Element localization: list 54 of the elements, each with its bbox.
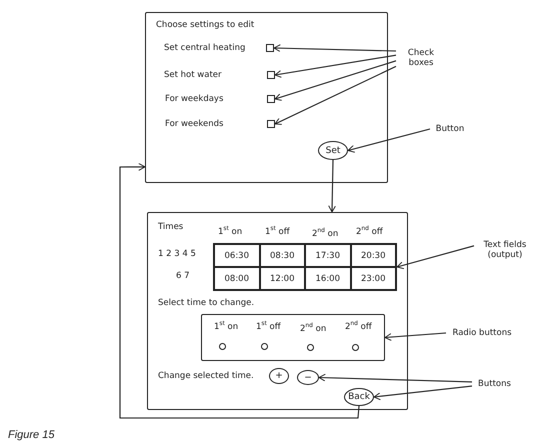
annotation-text: Button xyxy=(436,124,464,134)
checkbox xyxy=(267,120,275,128)
arrow xyxy=(374,386,472,400)
text-field: 20:30 xyxy=(350,244,396,267)
arrow xyxy=(328,160,336,212)
instruction-text: Select time to change. xyxy=(158,299,254,308)
text-field: 06:30 xyxy=(214,244,260,267)
arrow xyxy=(384,332,446,341)
instruction-text: Change selected time. xyxy=(158,372,254,382)
annotation-text: Check boxes xyxy=(406,48,436,68)
heading: Times xyxy=(158,223,184,232)
row-label: 1 2 3 4 5 xyxy=(158,250,196,260)
back-button: Back xyxy=(344,388,374,406)
option-label: Set central heating xyxy=(164,44,246,54)
column-header: 2$^{nd}$ off xyxy=(345,321,372,332)
text-field: 17:30 xyxy=(305,244,350,267)
arrow xyxy=(119,162,360,419)
column-header: 1$^{st}$ on xyxy=(218,226,242,238)
column-header: 1$^{st}$ off xyxy=(256,321,281,332)
arrow xyxy=(274,44,396,52)
option-label: For weekends xyxy=(165,120,224,130)
arrow xyxy=(274,66,396,125)
arrow xyxy=(396,245,474,270)
column-header: 2$^{nd}$ on xyxy=(300,323,326,334)
screen-panel xyxy=(147,212,408,410)
option-label: For weekdays xyxy=(165,95,224,104)
figure-caption: Figure 15 xyxy=(8,429,54,441)
text-field: 08:30 xyxy=(260,244,305,267)
column-header: 1$^{st}$ on xyxy=(214,321,238,332)
text-field: 23:00 xyxy=(350,267,396,290)
text-field: 16:00 xyxy=(305,267,350,290)
column-header: 1$^{st}$ off xyxy=(265,226,290,238)
arrow xyxy=(318,374,472,382)
heading: Choose settings to edit xyxy=(156,21,254,30)
minus-button: − xyxy=(297,370,319,385)
radio-group xyxy=(201,314,385,361)
checkbox xyxy=(267,71,275,79)
plus-button: + xyxy=(269,368,289,384)
column-header: 2$^{nd}$ on xyxy=(312,228,338,240)
set-button: Set xyxy=(318,141,348,160)
text-field: 08:00 xyxy=(214,267,260,290)
arrow xyxy=(274,54,396,78)
row-label: 6 7 xyxy=(176,272,190,282)
arrow xyxy=(348,128,430,153)
screen-panel xyxy=(145,12,388,183)
column-header: 2$^{nd}$ off xyxy=(356,226,383,238)
text-field: 12:00 xyxy=(260,267,305,290)
annotation-text: Buttons xyxy=(478,379,511,389)
option-label: Set hot water xyxy=(164,71,222,80)
checkbox xyxy=(266,44,274,52)
annotation-text: Text fields (output) xyxy=(482,240,528,260)
checkbox xyxy=(267,95,275,103)
arrow xyxy=(274,60,396,101)
annotation-text: Radio buttons xyxy=(452,328,512,338)
